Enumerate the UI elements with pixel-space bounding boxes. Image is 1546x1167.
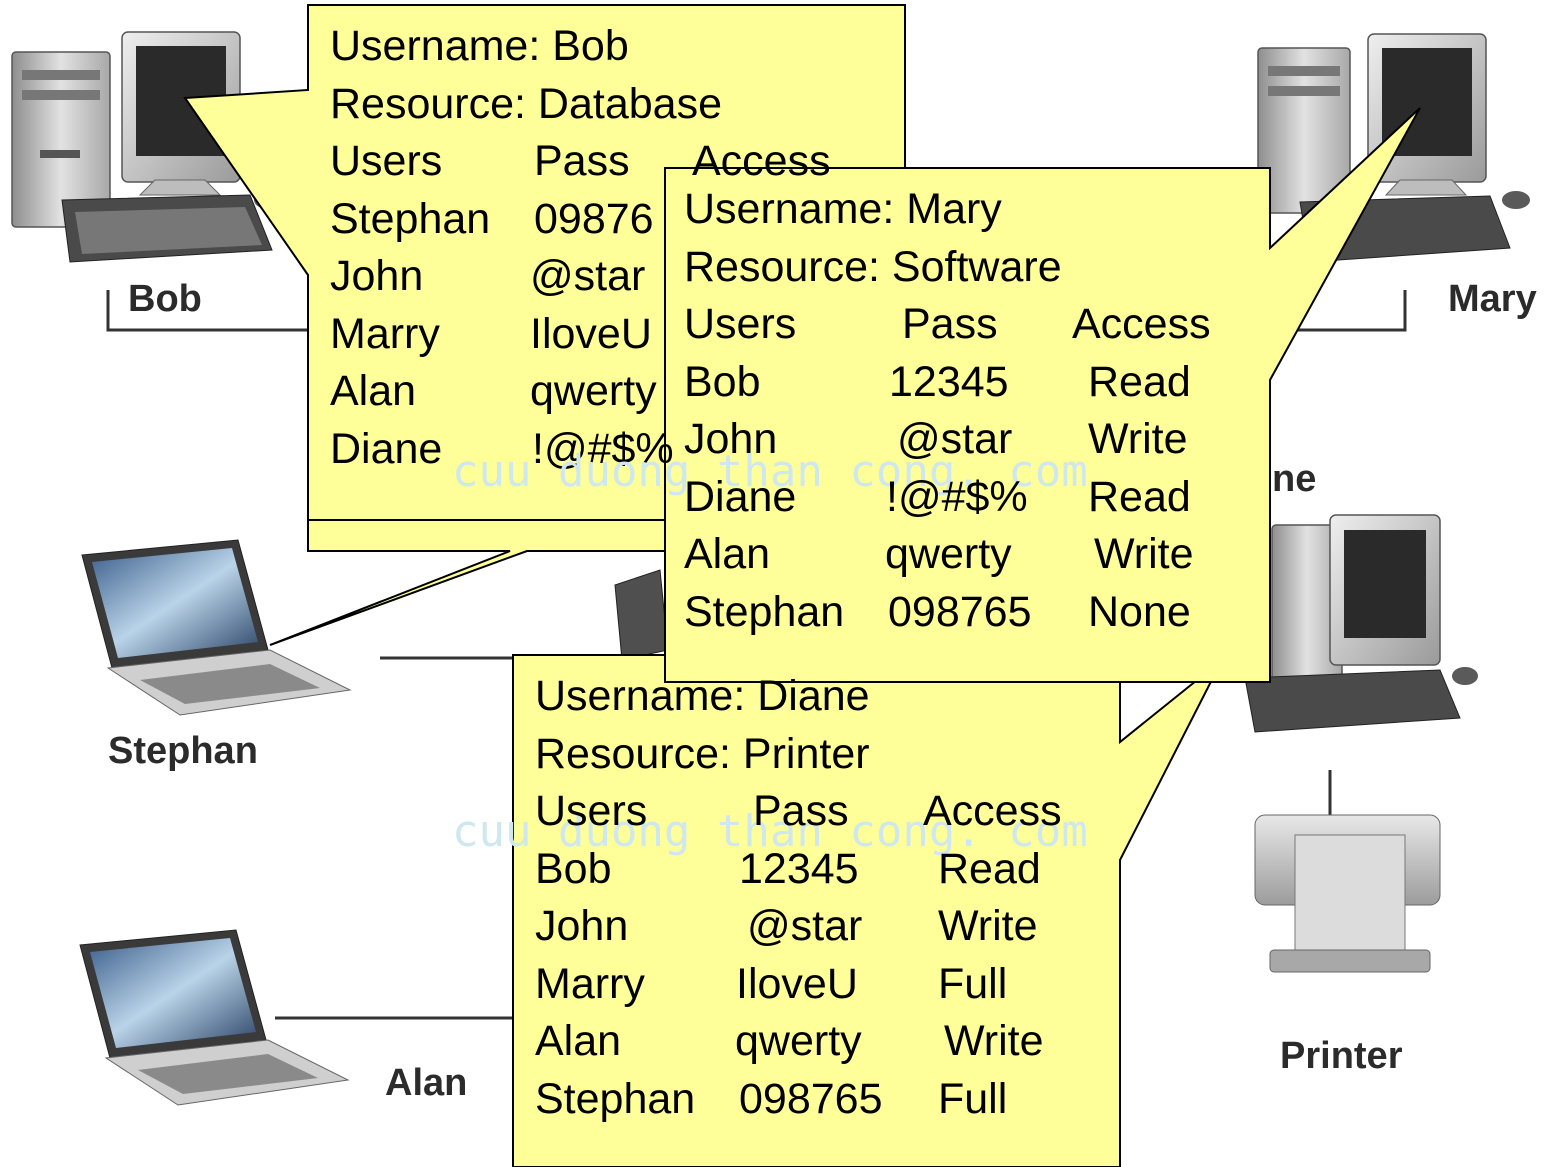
mary-resource-line: Resource: Software xyxy=(684,242,1062,291)
link-bob xyxy=(106,290,330,332)
node-label-printer: Printer xyxy=(1280,1035,1403,1077)
user-cell: John xyxy=(684,415,778,463)
pass-cell: !@#$% xyxy=(532,424,674,473)
diane-computer-icon xyxy=(1244,514,1478,733)
user-cell: Bob xyxy=(535,844,612,893)
user-cell: Stephan xyxy=(684,587,845,636)
access-cell: Write xyxy=(944,1017,1044,1065)
pass-cell: 12345 xyxy=(889,357,1009,406)
table-row: Diane !@#$% xyxy=(330,421,902,479)
user-cell: Alan xyxy=(535,1017,622,1065)
bob-resource-line: Resource: Database xyxy=(330,79,722,128)
watermark-text: cuu duong than cong. com xyxy=(452,446,1088,497)
diane-resource-line: Resource: Printer xyxy=(535,729,870,778)
access-cell: Read xyxy=(1088,357,1191,406)
table-row: Stephan 098765 None xyxy=(684,584,1264,642)
diane-table-header: Users Pass Access xyxy=(535,783,1115,841)
table-row: Stephan 098765 Full xyxy=(535,1071,1115,1129)
network-links xyxy=(106,290,1407,1020)
access-cell: None xyxy=(1088,587,1191,636)
access-cell: Read xyxy=(938,844,1041,893)
access-cell: Write xyxy=(1088,415,1188,463)
user-cell: Bob xyxy=(684,357,761,406)
column-header-users: Users xyxy=(330,137,443,185)
pass-cell: 098765 xyxy=(739,1074,883,1123)
column-header-pass: Pass xyxy=(902,300,998,348)
user-cell: Diane xyxy=(684,472,797,521)
table-row: Marry IloveU xyxy=(330,306,902,364)
column-header-pass: Pass xyxy=(753,787,849,835)
table-row: Bob 12345 Read xyxy=(535,841,1115,899)
table-row: John @star Write xyxy=(684,411,1264,469)
user-cell: Marry xyxy=(535,959,645,1008)
column-header-pass: Pass xyxy=(534,137,630,185)
pass-cell: !@#$% xyxy=(886,472,1028,521)
link-mary xyxy=(1270,290,1407,332)
column-header-access: Access xyxy=(692,137,831,185)
pass-cell: qwerty xyxy=(530,367,657,415)
table-row: John @star Write xyxy=(535,898,1115,956)
mary-callout-content: Username: Mary Resource: Software Users … xyxy=(684,181,1264,676)
column-header-users: Users xyxy=(684,300,797,348)
table-row: Stephan 09876 xyxy=(330,191,902,249)
hub-icon xyxy=(614,569,669,661)
pass-cell: IloveU xyxy=(736,959,858,1008)
user-cell: Diane xyxy=(330,424,443,473)
user-cell: Marry xyxy=(330,309,440,358)
printer-icon xyxy=(1254,770,1441,973)
watermark-text: cuu duong than cong. com xyxy=(452,806,1088,857)
column-header-users: Users xyxy=(535,787,648,835)
user-cell: Alan xyxy=(684,530,771,578)
table-row: Bob 12345 Read xyxy=(684,354,1264,412)
user-cell: John xyxy=(330,252,424,300)
column-header-access: Access xyxy=(1072,300,1211,348)
table-row: Alan qwerty Write xyxy=(684,526,1264,584)
pass-cell: qwerty xyxy=(735,1017,862,1065)
access-cell: Write xyxy=(1094,530,1194,578)
pass-cell: IloveU xyxy=(530,309,652,358)
mary-callout-bubble xyxy=(664,107,1421,683)
pass-cell: 12345 xyxy=(739,844,859,893)
node-label-diane: ne xyxy=(1272,458,1317,500)
mary-username-line: Username: Mary xyxy=(684,185,1002,233)
node-label-alan: Alan xyxy=(385,1062,468,1104)
diane-callout-content: Username: Diane Resource: Printer Users … xyxy=(535,668,1115,1158)
pass-cell: 098765 xyxy=(888,587,1032,636)
pass-cell: @star xyxy=(530,252,646,300)
bob-username-line: Username: Bob xyxy=(330,22,629,70)
mary-table-header: Users Pass Access xyxy=(684,296,1264,354)
user-cell: John xyxy=(535,902,629,950)
node-label-mary: Mary xyxy=(1448,278,1537,320)
node-label-stephan: Stephan xyxy=(108,730,258,772)
pass-cell: @star xyxy=(747,902,863,950)
bob-callout-content: Username: Bob Resource: Database Users P… xyxy=(330,18,902,518)
user-cell: Alan xyxy=(330,367,417,415)
node-label-bob: Bob xyxy=(128,278,202,320)
column-header-access: Access xyxy=(923,787,1062,835)
table-row: Alan qwerty Write xyxy=(535,1013,1115,1071)
table-row: John @star xyxy=(330,248,902,306)
access-cell: Full xyxy=(938,1074,1008,1123)
user-cell: Stephan xyxy=(330,194,491,243)
stephan-laptop-icon xyxy=(81,539,352,716)
access-cell: Read xyxy=(1088,472,1191,521)
access-cell: Write xyxy=(938,902,1038,950)
table-row: Diane !@#$% Read xyxy=(684,469,1264,527)
pass-cell: qwerty xyxy=(885,530,1012,578)
access-cell: Full xyxy=(938,959,1008,1008)
pass-cell: @star xyxy=(897,415,1013,463)
alan-laptop-icon xyxy=(79,929,350,1106)
diane-username-line: Username: Diane xyxy=(535,672,870,720)
user-cell: Stephan xyxy=(535,1074,696,1123)
pass-cell: 09876 xyxy=(534,194,654,243)
bob-table-header: Users Pass Access xyxy=(330,133,902,191)
table-row: Marry IloveU Full xyxy=(535,956,1115,1014)
table-row: Alan qwerty xyxy=(330,363,902,421)
